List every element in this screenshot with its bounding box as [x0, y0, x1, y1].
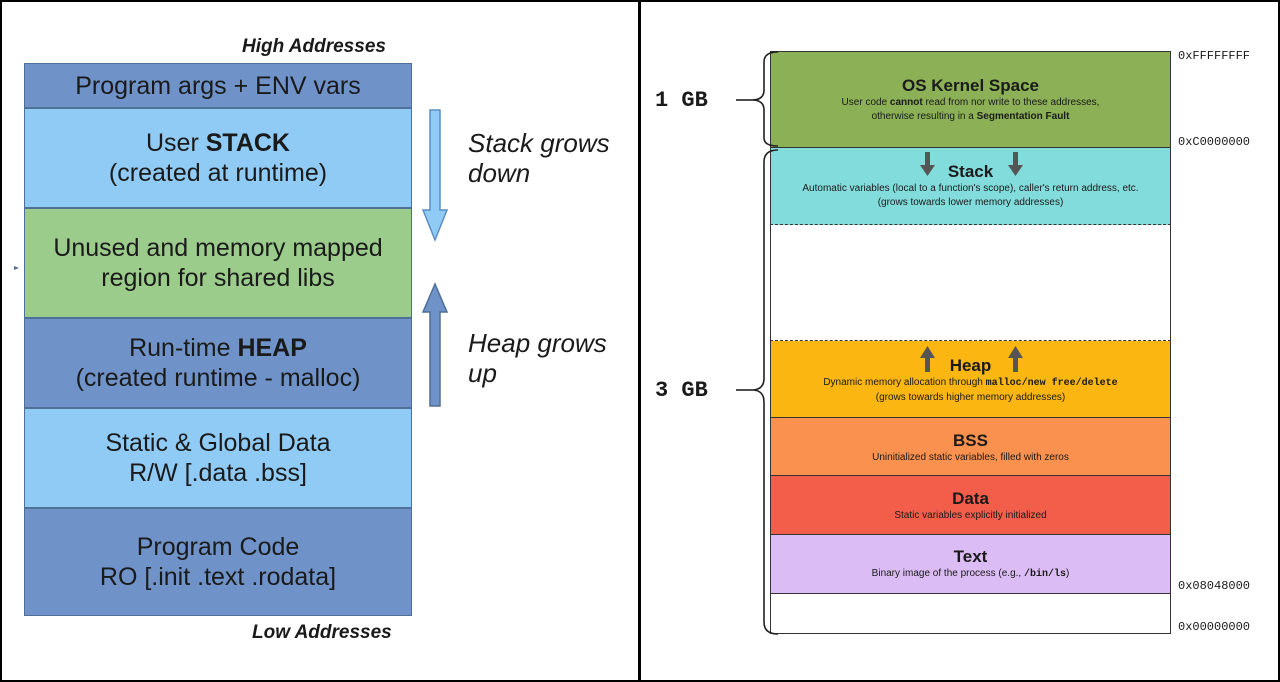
gb-label-1: 1 GB	[655, 88, 708, 113]
stack-grows-line2: down	[468, 158, 531, 188]
kernel-desc-line2: otherwise resulting in a Segmentation Fa…	[871, 111, 1070, 122]
address-top: 0xFFFFFFFF	[1178, 49, 1251, 63]
address-kernel-boundary: 0xC0000000	[1178, 135, 1251, 149]
segment-static-global-line2: R/W [.data .bss]	[129, 459, 307, 487]
bss-title: BSS	[953, 431, 988, 450]
segment-static-global: Static & Global Data R/W [.data .bss]	[24, 408, 412, 508]
data-region: Data Static variables explicitly initial…	[770, 476, 1171, 535]
text-title: Text	[953, 547, 988, 566]
segment-unused-mapped: Unused and memory mapped region for shar…	[24, 208, 412, 318]
segment-user-stack-line2: (created at runtime)	[108, 159, 328, 187]
brace-3gb	[751, 149, 779, 635]
growth-arrows	[14, 109, 449, 407]
gb-label-3: 3 GB	[655, 378, 708, 403]
segment-runtime-heap-line1: Run-time HEAP	[129, 334, 307, 362]
address-bottom: 0x00000000	[1178, 620, 1251, 634]
stack-region: Stack Automatic variables (local to a fu…	[770, 148, 1171, 225]
brace-1gb	[751, 51, 779, 147]
heap-desc-line1: Dynamic memory allocation through malloc…	[823, 377, 1118, 389]
segment-unused-mapped-line2: region for shared libs	[101, 264, 335, 292]
segment-program-code-line1: Program Code	[136, 533, 300, 561]
stack-title: Stack	[947, 162, 994, 181]
heap-grows-label: Heap grows up	[468, 328, 607, 388]
stack-desc-line1: Automatic variables (local to a function…	[802, 183, 1139, 194]
segment-runtime-heap-line2: (created runtime - malloc)	[75, 364, 361, 392]
heap-region: Heap Dynamic memory allocation through m…	[770, 341, 1171, 418]
stack-arrows	[920, 152, 1023, 176]
heap-arrows	[920, 346, 1023, 372]
left-edge-marker	[14, 266, 19, 270]
reserved-low-region	[770, 594, 1171, 634]
segment-program-args-line1: Program args + ENV vars	[75, 71, 361, 100]
segment-program-args: Program args + ENV vars	[24, 63, 412, 108]
text-region: Text Binary image of the process (e.g., …	[770, 535, 1171, 594]
stack-grows-line1: Stack grows	[468, 128, 610, 158]
segment-program-code-line2: RO [.init .text .rodata]	[99, 563, 337, 591]
unused-gap-region	[770, 225, 1171, 341]
bss-region: BSS Uninitialized static variables, fill…	[770, 418, 1171, 476]
address-text-start: 0x08048000	[1178, 579, 1251, 593]
segment-runtime-heap: Run-time HEAP (created runtime - malloc)	[24, 318, 412, 408]
high-addresses-label: High Addresses	[242, 36, 386, 57]
kernel-title: OS Kernel Space	[901, 76, 1039, 95]
segment-unused-mapped-line1: Unused and memory mapped	[53, 234, 383, 262]
kernel-space-region: OS Kernel Space User code cannot read fr…	[770, 51, 1171, 148]
data-title: Data	[952, 489, 989, 508]
kernel-desc-line1: User code cannot read from nor write to …	[841, 97, 1100, 108]
panel-divider	[638, 0, 641, 682]
segment-static-global-line1: Static & Global Data	[105, 429, 331, 457]
segment-user-stack-line1: User STACK	[146, 129, 290, 157]
stack-down-arrow	[421, 109, 449, 243]
heap-grows-line2: up	[468, 358, 497, 388]
text-desc: Binary image of the process (e.g., /bin/…	[871, 568, 1070, 580]
heap-grows-line1: Heap grows	[468, 328, 607, 358]
heap-desc-line2: (grows towards higher memory addresses)	[875, 392, 1066, 403]
stack-desc-line2: (grows towards lower memory addresses)	[877, 197, 1064, 208]
heap-up-arrow	[421, 282, 449, 407]
low-addresses-label: Low Addresses	[252, 622, 392, 643]
data-desc: Static variables explicitly initialized	[894, 510, 1047, 521]
bss-desc: Uninitialized static variables, filled w…	[872, 452, 1069, 463]
heap-title: Heap	[949, 356, 992, 375]
right-panel-graphics	[736, 51, 1023, 635]
stack-grows-label: Stack grows down	[468, 128, 610, 188]
segment-user-stack: User STACK (created at runtime)	[24, 108, 412, 208]
segment-program-code: Program Code RO [.init .text .rodata]	[24, 508, 412, 616]
